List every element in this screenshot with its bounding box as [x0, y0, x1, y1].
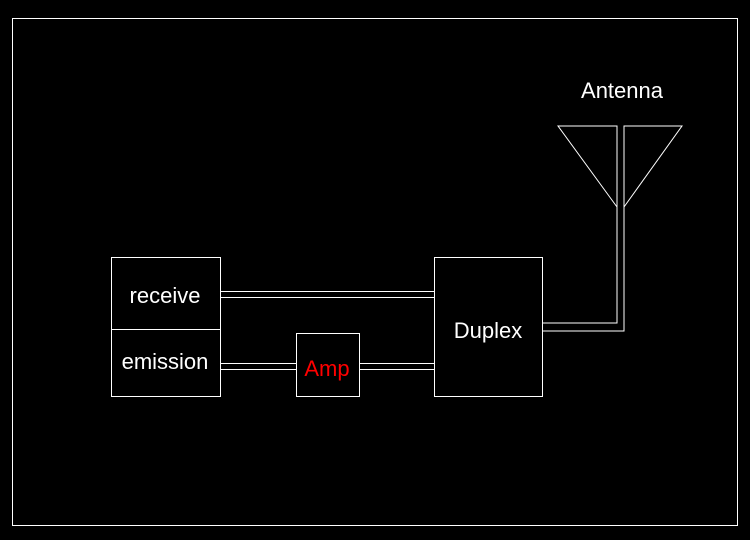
emission-box [111, 329, 221, 397]
duplex-box [434, 257, 543, 397]
emission-amp-connector [221, 363, 296, 370]
amp-box [296, 333, 360, 397]
amp-label: Amp [304, 356, 349, 381]
antenna-feed-line-outer [542, 207, 618, 324]
diagram-frame [12, 18, 738, 526]
antenna [542, 125, 683, 332]
antenna-horn-left [557, 125, 618, 209]
antenna-horn-right [623, 125, 683, 209]
antenna-label: Antenna [581, 78, 664, 103]
emission-label: emission [122, 349, 209, 374]
amp-duplex-connector [360, 363, 434, 370]
receive-label: receive [130, 283, 201, 308]
antenna-feed-line-inner [542, 207, 625, 332]
duplex-label: Duplex [454, 318, 522, 343]
receive-duplex-connector [221, 291, 434, 298]
